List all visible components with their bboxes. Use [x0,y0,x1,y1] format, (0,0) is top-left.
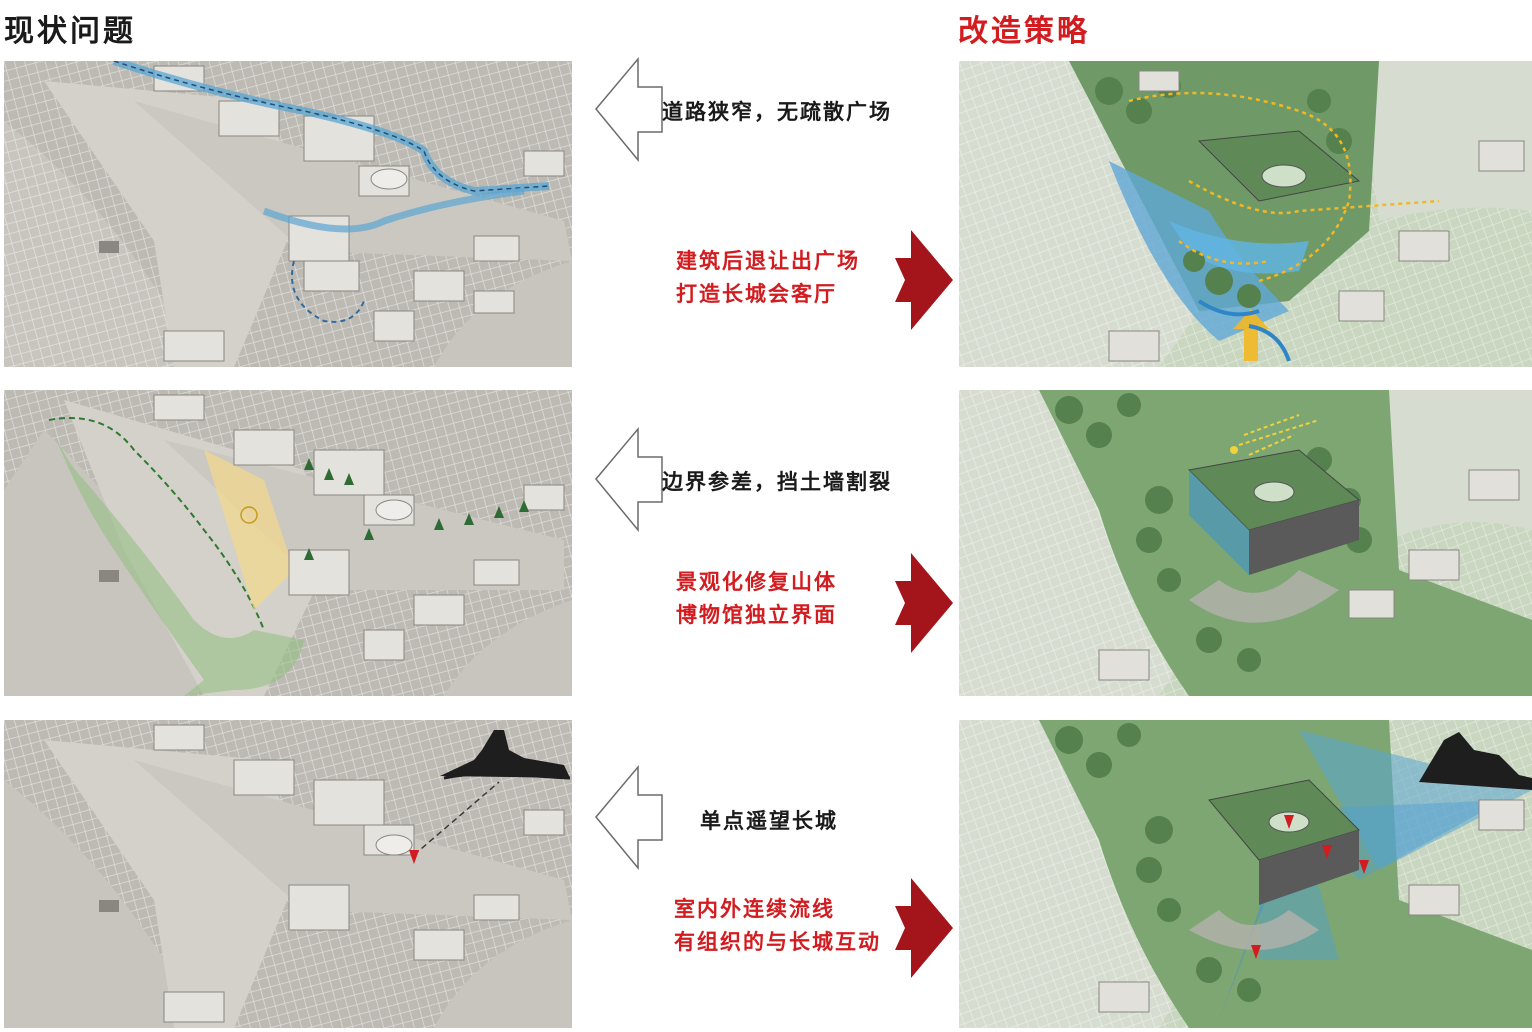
strategy-line: 打造长城会客厅 [676,282,837,306]
problem-text-1: 道路狭窄，无疏散广场 [662,100,892,124]
left-arrow-icon [595,427,663,532]
strategy-text-2: 景观化修复山体 博物馆独立界面 [676,566,906,632]
left-arrow-icon [595,765,663,870]
strategy-text-3: 室内外连续流线 有组织的与长城互动 [674,893,904,959]
strategy-plaza-panel [959,61,1532,367]
strategy-line: 室内外连续流线 [674,897,835,921]
existing-site-view-panel [4,720,572,1028]
strategy-landscape-panel [959,390,1532,696]
left-arrow-icon [595,57,663,162]
strategy-line: 博物馆独立界面 [676,603,837,627]
strategy-line: 有组织的与长城互动 [674,930,881,954]
strategy-line: 建筑后退让出广场 [676,249,860,273]
problem-text-2: 边界参差，挡土墙割裂 [662,470,892,494]
existing-site-road-panel [4,61,572,367]
strategy-interaction-panel [959,720,1532,1028]
renovation-strategy-heading: 改造策略 [958,14,1090,49]
right-arrow-icon [895,230,953,330]
right-arrow-icon [895,553,953,653]
strategy-line: 景观化修复山体 [676,570,837,594]
right-arrow-icon [895,878,953,978]
current-issues-heading: 现状问题 [4,14,136,49]
problem-text-3: 单点遥望长城 [700,809,838,833]
strategy-text-1: 建筑后退让出广场 打造长城会客厅 [676,245,906,311]
existing-site-boundary-panel [4,390,572,696]
